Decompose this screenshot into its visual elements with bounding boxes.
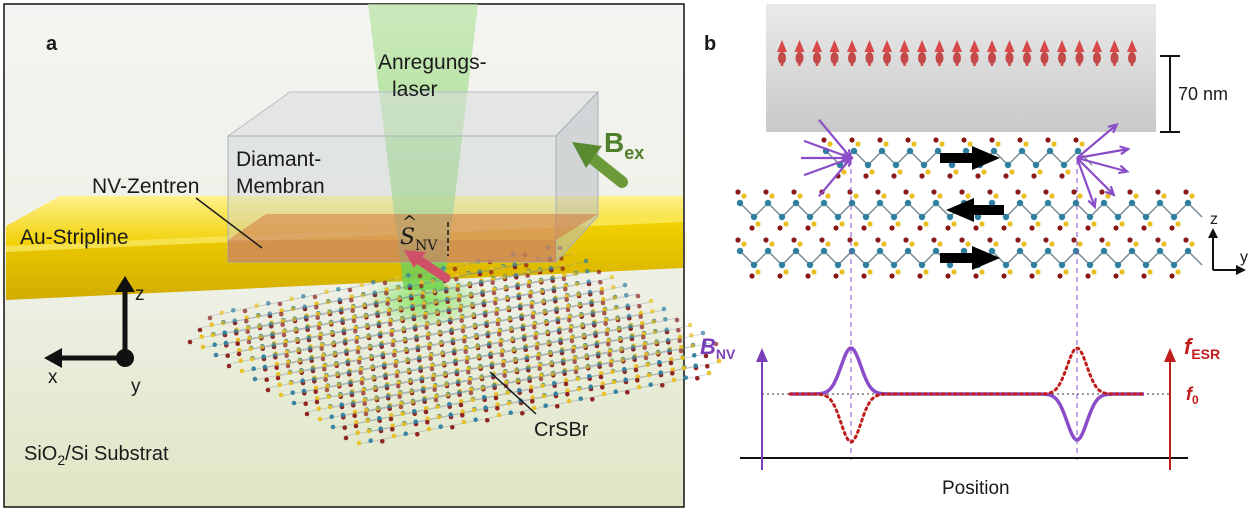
nv-spin-row (777, 40, 1137, 66)
stray-field-right (1075, 122, 1131, 210)
crsbr-label-leader (489, 371, 537, 415)
bex-arrow (572, 142, 628, 188)
stray-field-left (801, 118, 854, 198)
bnv-esr-plot (740, 346, 1188, 470)
thickness-label: 70 nm (1178, 84, 1228, 104)
spin-label: SNV (400, 225, 438, 254)
position-axis-label: Position (942, 478, 1010, 499)
fesr-axis-arrowhead (1164, 348, 1176, 362)
f0-label: f0 (1186, 384, 1199, 407)
panel-a-letter: a (46, 33, 58, 55)
nv-centers-label: NV-Zentren (92, 175, 199, 198)
panel-b-letter: b (704, 33, 716, 55)
crsbr-flake (187, 245, 722, 446)
magnetization-arrow-middle (946, 198, 1004, 222)
bnv-axis-arrowhead (756, 348, 768, 362)
axis-b-y-label: y (1240, 249, 1248, 266)
coordinate-axes-a (44, 276, 135, 368)
axis-b-z-label: z (1210, 211, 1218, 228)
bnv-axis-label: BNV (700, 334, 736, 362)
coordinate-axes-b (1208, 228, 1246, 275)
membrane-label-line2: Membran (236, 175, 325, 198)
membrane-label-line1: Diamant- (236, 148, 321, 171)
magnetization-arrow-bottom (940, 246, 1000, 270)
diamond-membrane (226, 90, 600, 264)
nv-label-leader (195, 197, 263, 249)
panel-a: a Anregungs- laser Diamant- Membran NV-Z… (3, 3, 722, 508)
crsbr-layers-side-view (735, 137, 1203, 279)
panel-b: b 70 nm (700, 4, 1248, 499)
spin-hat: ^ (402, 212, 417, 233)
magnetization-arrows (940, 146, 1004, 270)
fesr-axis-label: fESR (1184, 334, 1220, 362)
membrane-cross-section (766, 4, 1156, 132)
axis-a-y-label: y (131, 376, 141, 397)
stripline-label: Au-Stripline (20, 226, 129, 249)
nv-center-layer (228, 240, 556, 262)
nv-spin-arrow (404, 222, 451, 283)
magnetization-arrow-top (940, 146, 1000, 170)
crsbr-label: CrSBr (534, 419, 589, 441)
substrate-label: SiO2/Si Substrat (24, 443, 169, 468)
axis-a-z-label: z (135, 284, 145, 305)
fesr-curve (788, 346, 1146, 444)
laser-label-line2: laser (392, 78, 438, 101)
axis-a-x-label: x (48, 367, 58, 388)
bex-label: Bex (604, 127, 644, 163)
laser-label-line1: Anregungs- (378, 51, 487, 74)
thickness-bracket (1160, 55, 1180, 133)
